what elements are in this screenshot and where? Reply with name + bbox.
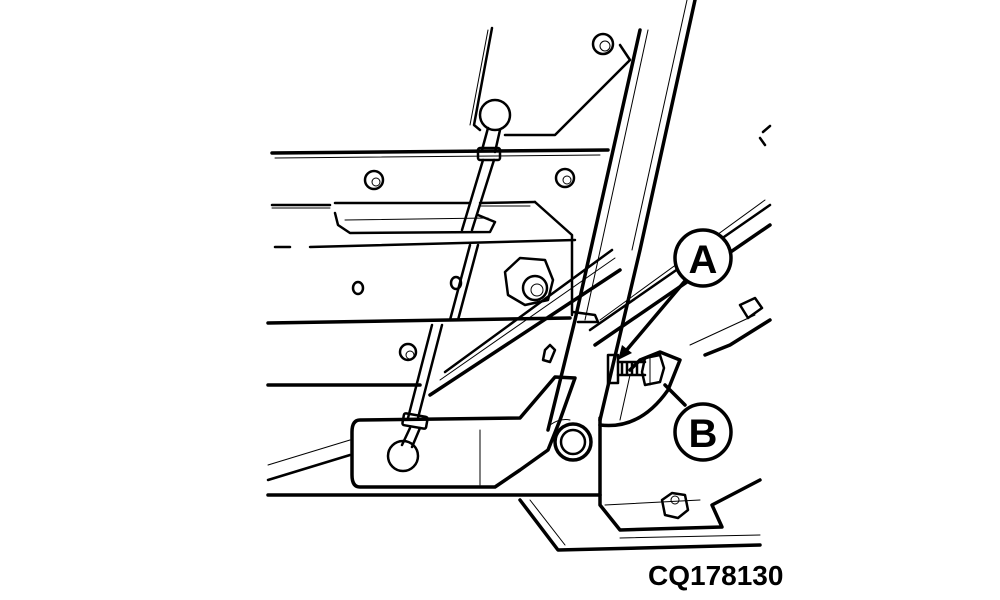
adjustment-bolt-head: [606, 353, 620, 385]
callout-leaders: [618, 273, 692, 407]
figure-code: CQ178130: [648, 560, 784, 591]
upper-linkage-rod: [448, 98, 512, 322]
adjustment-bracket: [598, 296, 772, 428]
callout-b-label: B: [689, 412, 718, 456]
lower-linkage-lever: [350, 323, 593, 489]
vertical-arm: [546, 0, 697, 432]
jam-nut: [640, 353, 666, 387]
callout-a: A: [673, 228, 733, 288]
upper-plate: [469, 26, 632, 137]
horizontal-beam: [266, 148, 610, 325]
base-plate: [518, 416, 762, 552]
lower-rails: [266, 342, 602, 497]
callout-a-label: A: [689, 238, 718, 282]
callout-b: B: [673, 402, 733, 462]
